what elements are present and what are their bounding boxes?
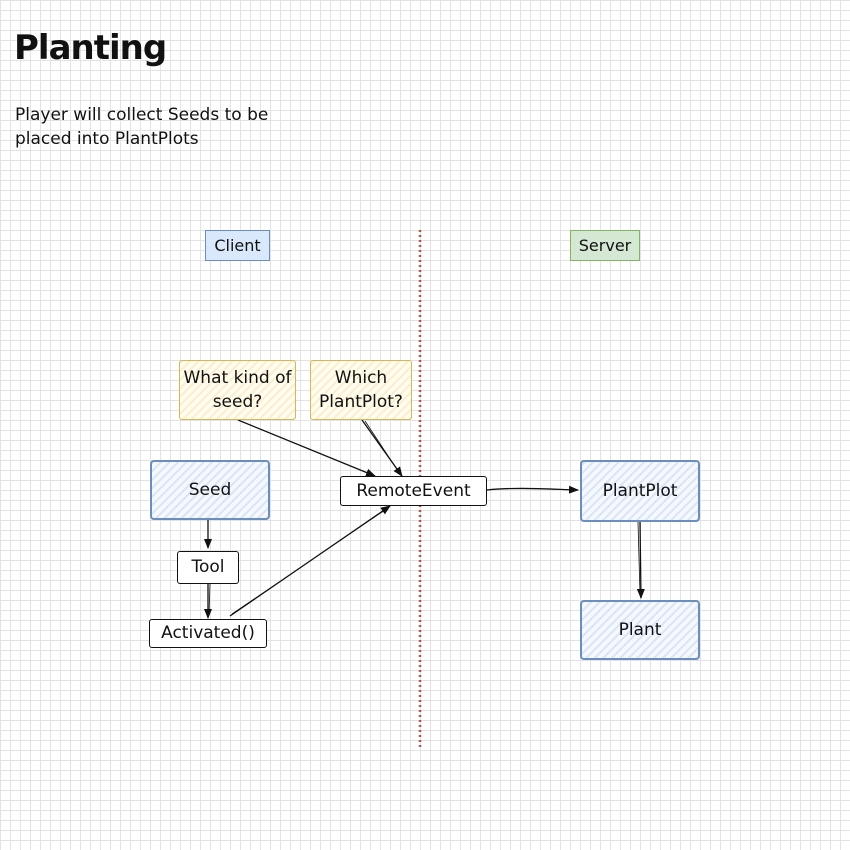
edge-activated-to-remote-event	[229, 505, 391, 617]
edge-plant-plot-to-plant-sketch	[637, 521, 641, 595]
seed-kind-question-note[interactable]: What kind of seed?	[179, 360, 296, 420]
plant-plot-node[interactable]: PlantPlot	[580, 460, 700, 522]
edge-plant-plot-to-plant	[636, 521, 645, 599]
remote-event-node[interactable]: RemoteEvent	[340, 476, 487, 506]
seed-node[interactable]: Seed	[150, 460, 270, 520]
activated-node[interactable]: Activated()	[149, 619, 267, 648]
which-plot-question-note[interactable]: Which PlantPlot?	[310, 360, 412, 420]
edge-plot-question-to-remote-event	[361, 419, 403, 477]
edge-remote-event-to-plant-plot	[486, 485, 579, 494]
server-lane-label: Server	[570, 230, 640, 261]
edge-plot-question-to-remote-event-sketch	[364, 420, 401, 475]
page-title: Planting	[14, 28, 167, 68]
page-description: Player will collect Seeds to be placed i…	[15, 105, 269, 149]
edge-activated-to-remote-event-sketch	[231, 507, 389, 615]
plant-node[interactable]: Plant	[580, 600, 700, 660]
tool-node[interactable]: Tool	[177, 551, 239, 584]
edge-tool-to-activated-sketch	[208, 583, 211, 615]
client-lane-label: Client	[205, 230, 270, 261]
